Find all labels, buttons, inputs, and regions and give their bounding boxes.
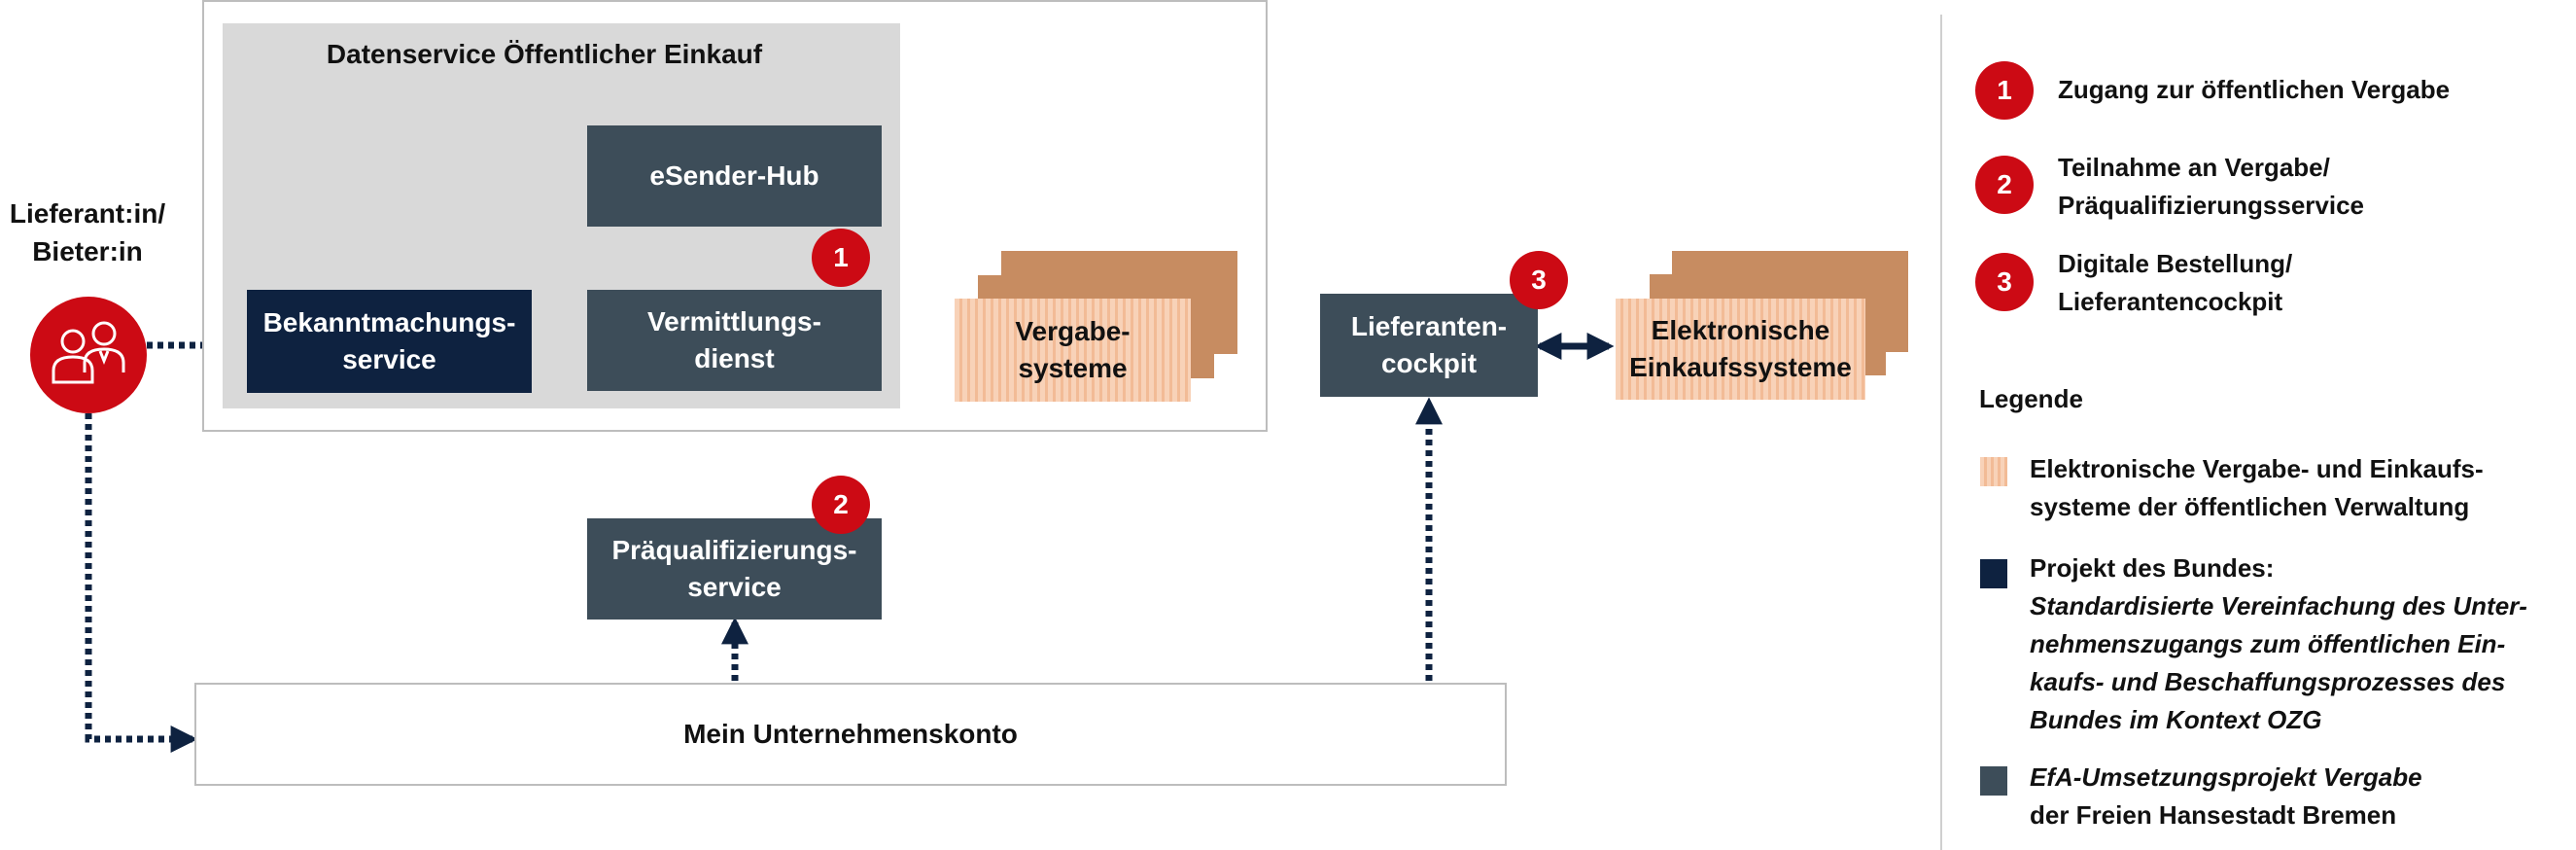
legend-item-3-text: der Freien Hansestadt Bremen xyxy=(2030,800,2397,830)
legend-swatch-peach xyxy=(1980,457,2007,486)
list-item-3-text: Digitale Bestellung/ Lieferantencockpit xyxy=(2058,249,2293,316)
list-badge-1: 1 xyxy=(1975,61,2034,120)
badge-2: 2 xyxy=(812,476,870,534)
actor-label: Lieferant:in/ Bieter:in xyxy=(9,198,166,267)
lieferantencockpit-box: Lieferanten- cockpit xyxy=(1320,294,1538,397)
list-badge-2: 2 xyxy=(1975,156,2034,214)
legend-item-1-text: Elektronische Vergabe- und Einkaufs- sys… xyxy=(2030,454,2484,521)
list-badge-3: 3 xyxy=(1975,253,2034,311)
legend-divider xyxy=(1940,15,1942,850)
people-icon xyxy=(52,321,125,384)
dotted-actor-to-konto xyxy=(85,413,198,753)
vermittlungsdienst-box: Vermittlungs- dienst xyxy=(587,290,882,391)
einkaufssysteme-box: Elektronische Einkaufssysteme xyxy=(1616,299,1865,400)
legend-swatch-slate xyxy=(1980,766,2007,796)
vergabesysteme-box: Vergabe- systeme xyxy=(955,299,1191,402)
badge-1: 1 xyxy=(812,229,870,287)
datenservice-title: Datenservice Öffentlicher Einkauf xyxy=(326,39,763,69)
list-item-2-text: Teilnahme an Vergabe/ Präqualifizierungs… xyxy=(2058,153,2365,220)
mein-unternehmenskonto-box: Mein Unternehmenskonto xyxy=(194,683,1507,786)
bekanntmachungsservice-box: Bekanntmachungs- service xyxy=(247,290,532,393)
actor-people-icon xyxy=(30,297,147,413)
legend-item-3-title: EfA-Umsetzungsprojekt Vergabe xyxy=(2030,762,2422,792)
list-item-1-text: Zugang zur öffentlichen Vergabe xyxy=(2058,75,2451,104)
praequalifizierungsservice-box: Präqualifizierungs- service xyxy=(587,518,882,620)
esender-hub-box: eSender-Hub xyxy=(587,125,882,227)
legend-title: Legende xyxy=(1979,384,2083,413)
legend-item-2-text: Standardisierte Vereinfachung des Unter-… xyxy=(2030,591,2527,734)
badge-3: 3 xyxy=(1510,251,1568,309)
legend-item-2-title: Projekt des Bundes: xyxy=(2030,553,2275,583)
legend-swatch-navy xyxy=(1980,559,2007,588)
